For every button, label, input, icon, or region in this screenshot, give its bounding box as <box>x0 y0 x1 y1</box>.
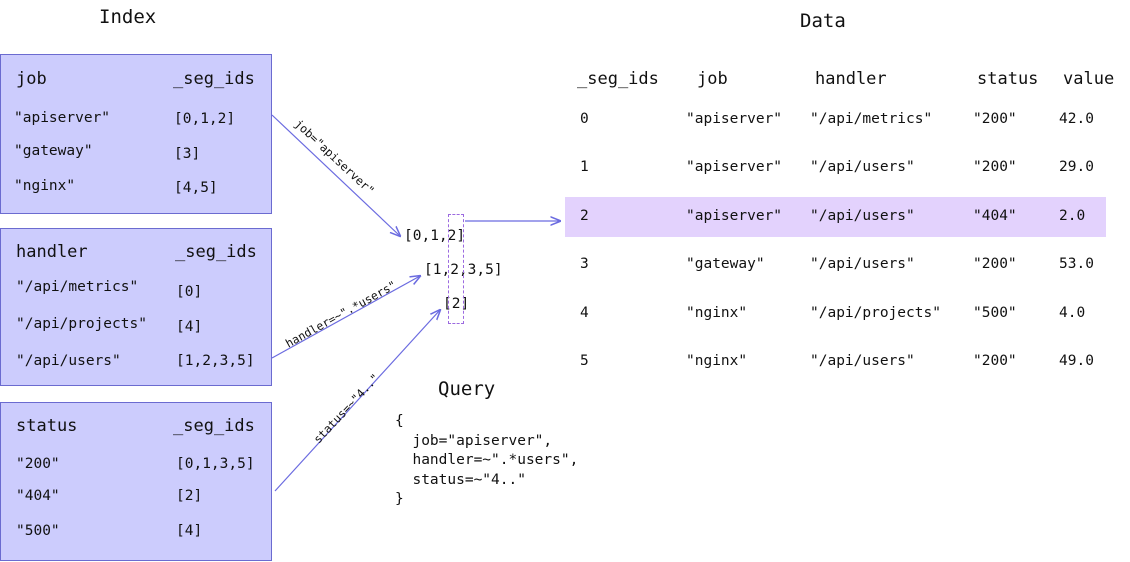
index-value: "gateway" <box>14 143 93 159</box>
index-ids: [2] <box>176 488 203 504</box>
data-cell: "200" <box>973 353 1017 369</box>
index-ids: [4,5] <box>174 180 218 196</box>
data-cell: "500" <box>973 305 1017 321</box>
index-ids: [3] <box>174 146 201 162</box>
handler-arrow <box>271 276 420 359</box>
data-cell: "nginx" <box>686 353 748 369</box>
data-cell: "/api/metrics" <box>810 111 933 127</box>
index-value: "nginx" <box>14 178 76 194</box>
index-title: Index <box>99 6 157 28</box>
index-ids: [0,1,3,5] <box>176 456 255 472</box>
index-value: "/api/metrics" <box>16 279 139 295</box>
data-col-header: handler <box>815 69 887 89</box>
index-ids: [1,2,3,5] <box>176 353 255 369</box>
data-col-header: value <box>1063 69 1115 89</box>
data-cell: 42.0 <box>1059 111 1094 127</box>
data-cell: "/api/users" <box>810 159 915 175</box>
index-ids: [4] <box>176 319 203 335</box>
index-value: "200" <box>16 456 60 472</box>
query-line: job="apiserver", <box>395 433 553 449</box>
index-seg-header: _seg_ids <box>173 69 255 89</box>
data-cell: "200" <box>973 111 1017 127</box>
data-cell: 3 <box>580 256 589 272</box>
index-value: "/api/users" <box>16 353 121 369</box>
data-cell: "200" <box>973 159 1017 175</box>
data-cell: "/api/users" <box>810 353 915 369</box>
data-cell: "200" <box>973 256 1017 272</box>
data-cell: 5 <box>580 353 589 369</box>
data-cell: 1 <box>580 159 589 175</box>
index-value: "404" <box>16 488 60 504</box>
intersection-highlight <box>448 214 464 324</box>
data-cell: "/api/users" <box>810 208 915 224</box>
data-col-header: _seg_ids <box>577 69 659 89</box>
index-value: "apiserver" <box>14 110 111 126</box>
data-cell: 0 <box>580 111 589 127</box>
data-cell: 4.0 <box>1059 305 1086 321</box>
data-cell: "apiserver" <box>686 111 783 127</box>
query-title: Query <box>438 378 496 400</box>
index-group-handler <box>0 228 272 386</box>
data-cell: "nginx" <box>686 305 748 321</box>
data-cell: "/api/users" <box>810 256 915 272</box>
index-seg-header: _seg_ids <box>173 416 255 436</box>
index-group-label: status <box>16 416 78 436</box>
index-ids: [0] <box>176 284 203 300</box>
index-group-job <box>0 54 272 214</box>
query-line: handler=~".*users", <box>395 452 579 468</box>
data-cell: 4 <box>580 305 589 321</box>
data-cell: "404" <box>973 208 1017 224</box>
data-cell: 49.0 <box>1059 353 1094 369</box>
data-cell: "gateway" <box>686 256 765 272</box>
data-cell: 53.0 <box>1059 256 1094 272</box>
data-row-highlight <box>565 197 1106 237</box>
query-line: status=~"4.." <box>395 472 526 488</box>
index-ids: [0,1,2] <box>174 111 236 127</box>
data-col-header: job <box>697 69 728 89</box>
index-group-label: job <box>16 69 47 89</box>
index-value: "/api/projects" <box>16 316 147 332</box>
data-cell: 29.0 <box>1059 159 1094 175</box>
data-title: Data <box>800 10 846 32</box>
index-group-label: handler <box>16 242 88 262</box>
data-cell: 2.0 <box>1059 208 1086 224</box>
status-arrow <box>274 310 440 492</box>
data-cell: "apiserver" <box>686 159 783 175</box>
index-seg-header: _seg_ids <box>175 242 257 262</box>
index-value: "500" <box>16 523 60 539</box>
status-ids-result: [2] <box>443 296 470 312</box>
query-line: { <box>395 413 404 429</box>
index-group-status <box>0 402 272 561</box>
query-line: } <box>395 491 404 507</box>
index-ids: [4] <box>176 523 203 539</box>
data-cell: 2 <box>580 208 589 224</box>
job-arrow <box>271 114 400 236</box>
data-cell: "/api/projects" <box>810 305 941 321</box>
data-cell: "apiserver" <box>686 208 783 224</box>
job-ids-result: [0,1,2] <box>404 228 466 244</box>
data-col-header: status <box>977 69 1039 89</box>
